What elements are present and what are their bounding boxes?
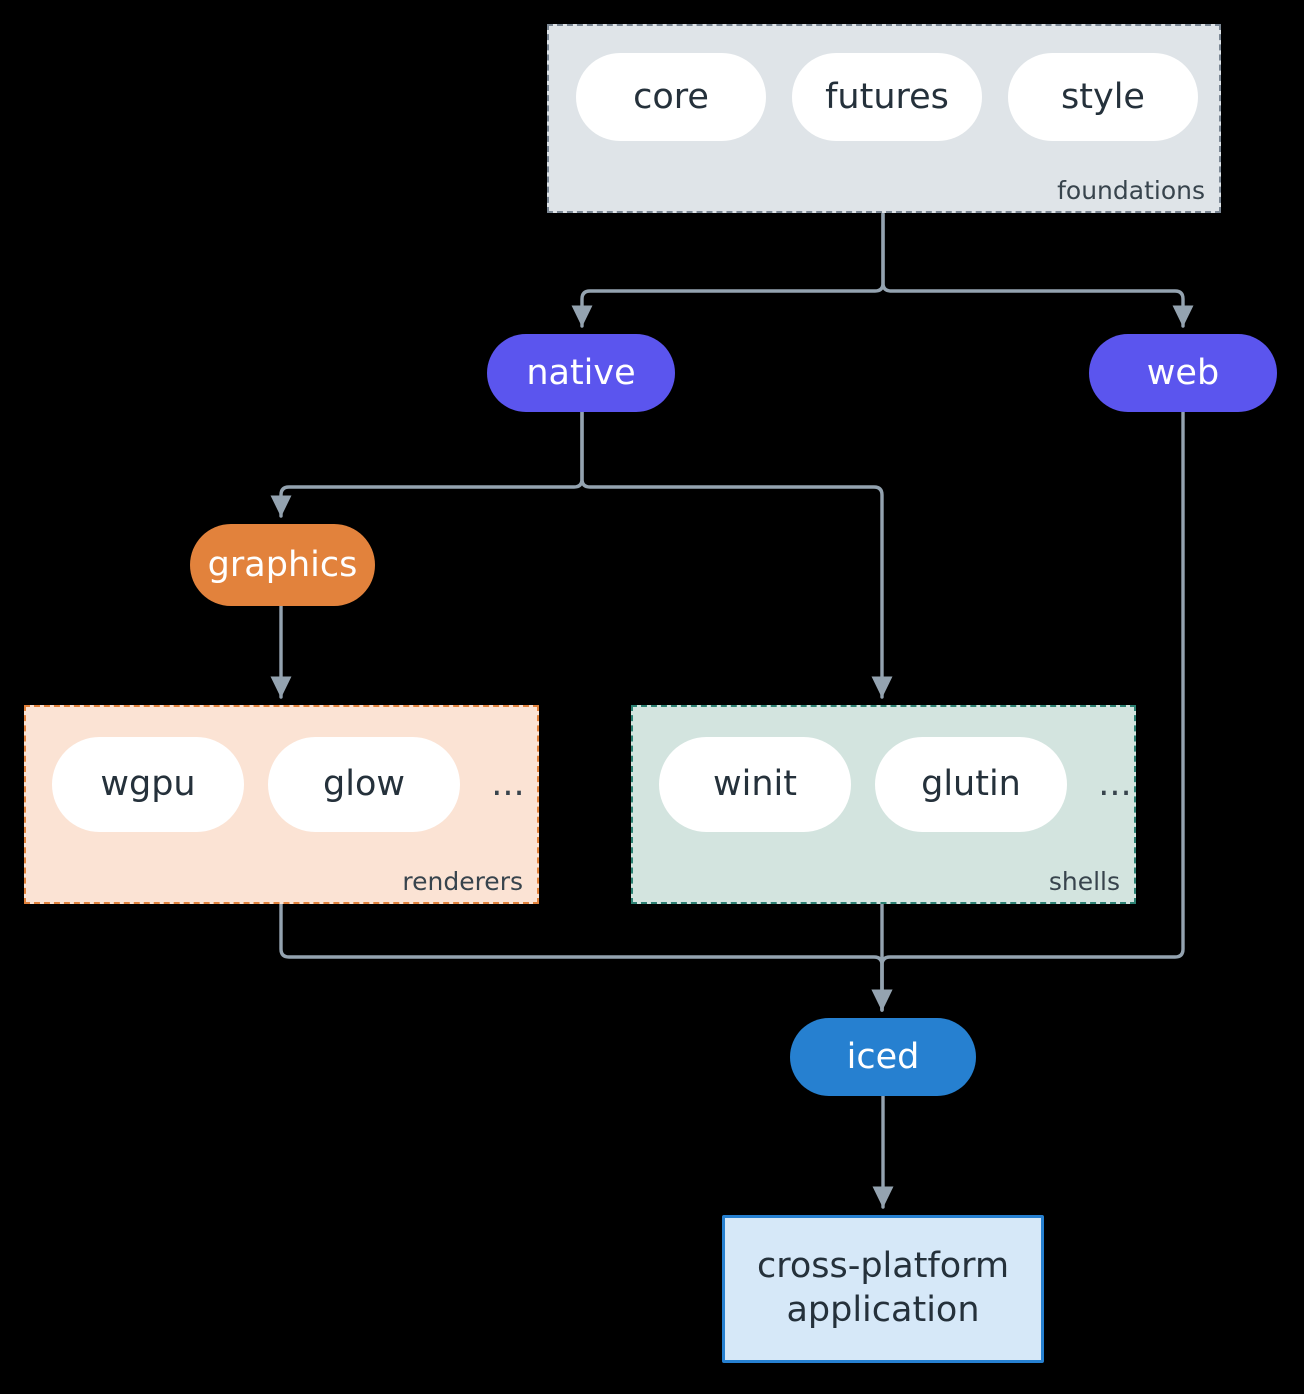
edge-foundations-web [881, 212, 1194, 328]
application-label-wrap: cross-platform application [757, 1245, 1009, 1333]
renderers-items: wgpu glow ... [52, 737, 532, 832]
foundations-items: core futures style [576, 53, 1198, 141]
application-label-line1: cross-platform [756, 1246, 1010, 1287]
group-renderers: wgpu glow ... renderers [24, 705, 539, 904]
pill-wgpu[interactable]: wgpu [52, 737, 244, 832]
node-web[interactable]: web [1089, 334, 1277, 412]
pill-glow[interactable]: glow [268, 737, 460, 832]
node-native[interactable]: native [487, 334, 675, 412]
pill-glutin[interactable]: glutin [875, 737, 1067, 832]
pill-futures[interactable]: futures [792, 53, 982, 141]
group-foundations: core futures style foundations [547, 24, 1221, 213]
renderers-ellipsis: ... [491, 764, 525, 804]
group-label-renderers: renderers [402, 867, 523, 896]
group-label-foundations: foundations [1057, 176, 1205, 205]
shells-items: winit glutin ... [659, 737, 1139, 832]
pill-winit[interactable]: winit [659, 737, 851, 832]
node-graphics[interactable]: graphics [190, 524, 375, 606]
edge-native-shells [580, 410, 893, 699]
pill-style[interactable]: style [1008, 53, 1198, 141]
edge-native-graphics [270, 410, 584, 518]
node-cross-platform-application[interactable]: cross-platform application [722, 1215, 1044, 1363]
edge-foundations-native [571, 212, 885, 328]
shells-ellipsis: ... [1098, 764, 1132, 804]
group-shells: winit glutin ... shells [631, 705, 1136, 904]
application-label-line2: application [786, 1290, 980, 1330]
node-iced[interactable]: iced [790, 1018, 976, 1096]
edge-renderers-iced [279, 902, 893, 1012]
pill-core[interactable]: core [576, 53, 766, 141]
group-label-shells: shells [1048, 867, 1120, 896]
